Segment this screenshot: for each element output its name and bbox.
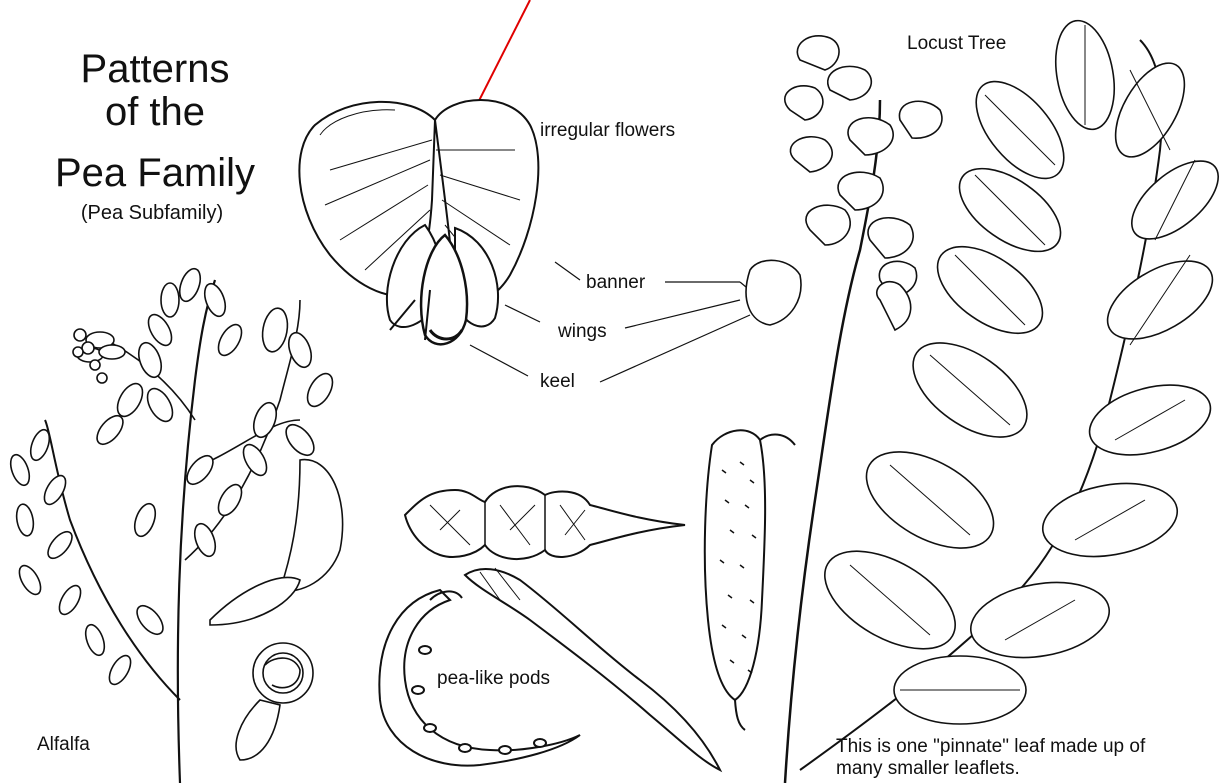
label-locust-tree: Locust Tree (907, 34, 1006, 53)
label-pea-like-pods: pea-like pods (437, 669, 550, 688)
locust-tree-drawing (746, 16, 1223, 783)
title-line-3: Pea Family (30, 152, 280, 195)
label-wings: wings (558, 322, 607, 341)
caption-line-2: many smaller leaflets. (836, 758, 1020, 780)
pea-pods-drawing (379, 430, 795, 770)
label-irregular-flowers: irregular flowers (540, 121, 675, 140)
label-keel: keel (540, 372, 575, 391)
pea-flower-drawing (299, 100, 538, 344)
title-line-2: of the (30, 91, 280, 134)
caption-line-1: This is one "pinnate" leaf made up of (836, 736, 1145, 758)
label-banner: banner (586, 273, 645, 292)
subtitle: (Pea Subfamily) (32, 203, 272, 223)
title-line-1: Patterns (30, 48, 280, 91)
label-alfalfa: Alfalfa (37, 735, 90, 754)
alfalfa-plant-drawing (7, 266, 343, 783)
